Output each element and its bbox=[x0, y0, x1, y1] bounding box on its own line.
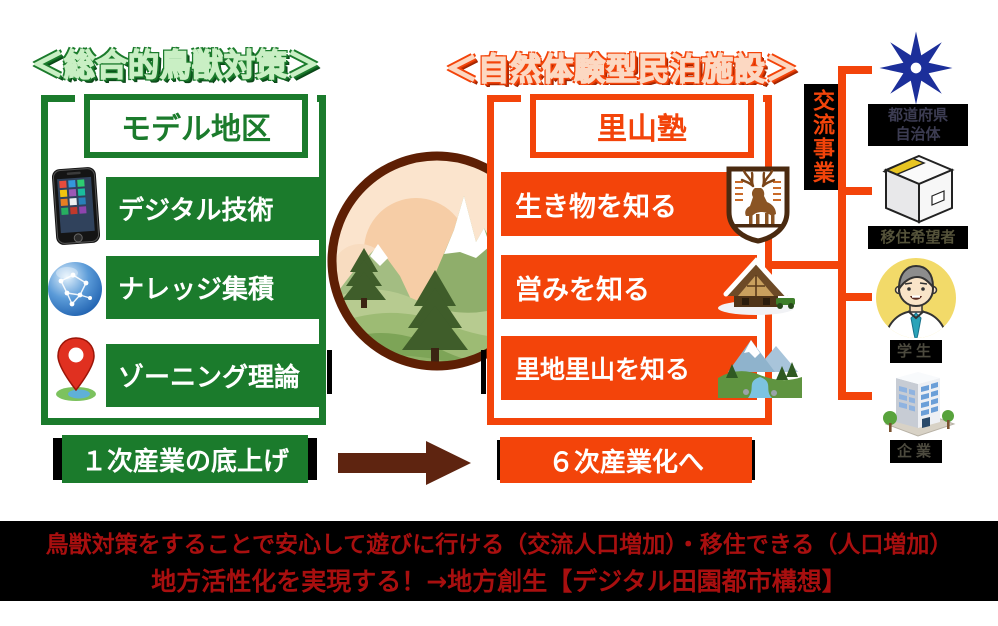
branch-migrants bbox=[840, 187, 872, 195]
left-panel-header: モデル地区 bbox=[84, 94, 308, 158]
entity-label-students: 学生 bbox=[890, 340, 942, 363]
star-emblem-icon bbox=[879, 31, 953, 105]
moving-box-icon bbox=[882, 154, 955, 224]
prefecture-line2: 自治体 bbox=[895, 124, 941, 143]
branch-companies bbox=[840, 392, 872, 400]
left-panel-title: ＜総合的鳥獣対策＞ bbox=[31, 47, 320, 85]
right-panel-title: ＜自然体験型民泊施設＞ bbox=[445, 51, 798, 89]
network-globe-icon bbox=[48, 262, 102, 316]
banner-line1: 鳥獣対策をすることで安心して遊びに行ける（交流人口増加）・移住できる（人口増加） bbox=[45, 531, 953, 558]
right-panel-header: 里山塾 bbox=[530, 94, 754, 158]
mountain-river-icon bbox=[718, 340, 802, 398]
right-footer-flank-right bbox=[749, 440, 755, 480]
right-footer-bar: ６次産業化へ bbox=[500, 437, 752, 483]
bottom-banner: 鳥獣対策をすることで安心して遊びに行ける（交流人口増加）・移住できる（人口増加）… bbox=[0, 521, 998, 601]
connector-line bbox=[770, 261, 844, 269]
deer-badge-icon bbox=[726, 166, 790, 244]
entity-label-prefecture: 都道府県 自治体 bbox=[868, 104, 968, 146]
smartphone-icon bbox=[52, 167, 100, 245]
branch-students bbox=[840, 293, 872, 301]
right-box-shadow-tick bbox=[481, 350, 486, 394]
arrow-right-icon bbox=[338, 441, 471, 485]
bracket-vertical-line bbox=[838, 66, 846, 400]
farmhouse-icon bbox=[718, 257, 795, 315]
banner-line2: 地方活性化を実現する！→地方創生【デジタル田園都市構想】 bbox=[151, 566, 847, 596]
left-item-knowledge: ナレッジ集積 bbox=[106, 256, 322, 319]
left-footer-flank-left bbox=[53, 438, 62, 480]
entity-label-companies: 企業 bbox=[890, 440, 942, 463]
right-item-creatures: 生き物を知る bbox=[501, 172, 757, 236]
left-item-zoning: ゾーニング理論 bbox=[106, 344, 322, 407]
office-building-icon bbox=[883, 372, 956, 437]
left-box-shadow-tick bbox=[327, 350, 332, 394]
left-item-digital: デジタル技術 bbox=[106, 177, 322, 240]
right-item-satoyama: 里地里山を知る bbox=[501, 336, 757, 400]
left-footer-bar: １次産業の底上げ bbox=[62, 435, 308, 483]
map-pin-icon bbox=[56, 337, 96, 401]
exchange-program-label: 交流事業 bbox=[804, 84, 838, 190]
left-footer-flank-right bbox=[308, 438, 317, 480]
student-icon bbox=[876, 258, 956, 338]
entity-label-migrants: 移住希望者 bbox=[868, 226, 968, 249]
prefecture-line1: 都道府県 bbox=[887, 106, 948, 124]
branch-prefecture bbox=[840, 66, 872, 74]
right-item-livelihood: 営みを知る bbox=[501, 255, 757, 319]
